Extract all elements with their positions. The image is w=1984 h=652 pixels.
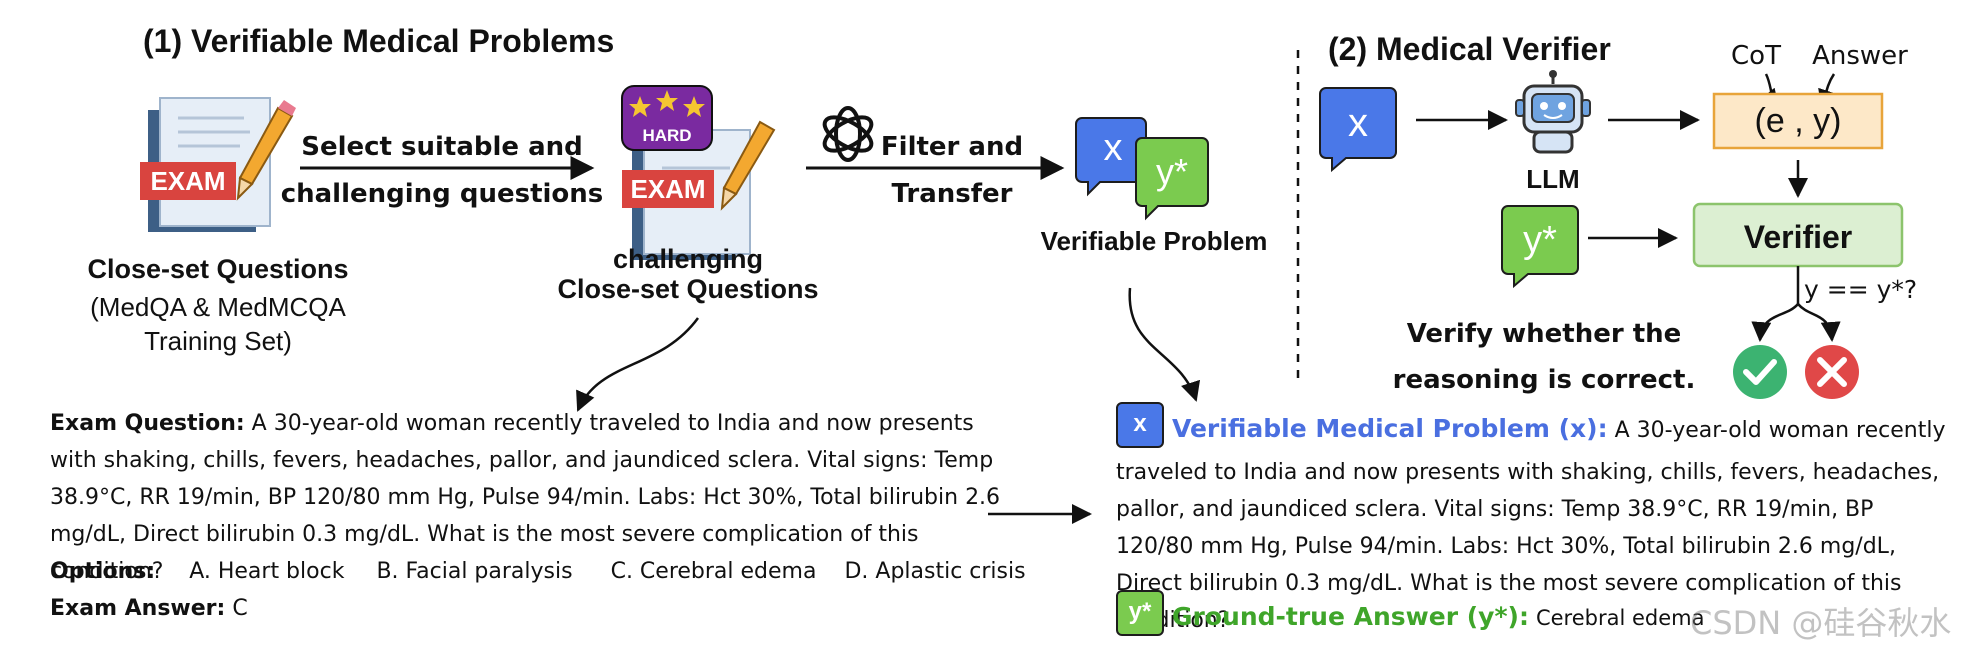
option-c: C. Cerebral edema bbox=[610, 559, 817, 584]
pencil-icon-2 bbox=[720, 120, 776, 211]
option-a: A. Heart block bbox=[189, 559, 345, 584]
verifiable-problem-title: Verifiable Medical Problem (x): bbox=[1172, 414, 1608, 443]
x-input-icon: x bbox=[1319, 87, 1397, 173]
closeset-title: Close-set Questions bbox=[87, 254, 348, 284]
cross-icon bbox=[1805, 345, 1859, 399]
x-bubble-label: x bbox=[1104, 127, 1123, 169]
filter-arrow-label-1: Filter and bbox=[881, 132, 1023, 162]
ey-output-label: (e , y) bbox=[1755, 102, 1842, 140]
challenging-line-2: Close-set Questions bbox=[557, 274, 818, 304]
x-input-label: x bbox=[1348, 101, 1368, 145]
pencil-icon bbox=[236, 100, 296, 201]
y-badge-icon: y* bbox=[1116, 590, 1164, 636]
hard-label: HARD bbox=[642, 126, 691, 145]
ground-truth-label: Ground-true Answer (y*): bbox=[1172, 602, 1529, 631]
ey-output-box bbox=[1712, 92, 1884, 150]
verifier-condition: y == y*? bbox=[1804, 275, 1917, 304]
exam-options-row: Options: A. Heart block B. Facial paraly… bbox=[50, 553, 1026, 590]
verifiable-problem-icon: x y* bbox=[1075, 117, 1209, 221]
watermark: CSDN @硅谷秋水 bbox=[1690, 604, 1952, 642]
openai-logo-icon bbox=[822, 106, 874, 162]
ground-truth-row: y* Ground-true Answer (y*): Cerebral edem… bbox=[1116, 590, 1956, 642]
hard-badge-icon: HARD bbox=[621, 85, 713, 151]
exam-label-1: EXAM bbox=[150, 166, 225, 196]
section2-title: (2) Medical Verifier bbox=[1328, 31, 1611, 67]
y-star-input-icon: y* bbox=[1501, 205, 1579, 289]
curve-arrow-right bbox=[1128, 287, 1201, 402]
cot-label: CoT bbox=[1731, 41, 1781, 71]
filter-arrow-label-2: Transfer bbox=[892, 179, 1013, 209]
llm-label: LLM bbox=[1526, 164, 1579, 194]
verify-caption-2: reasoning is correct. bbox=[1393, 365, 1696, 395]
select-arrow-label-1: Select suitable and bbox=[301, 132, 583, 162]
exam-answer-label: Exam Answer: bbox=[50, 596, 226, 621]
curve-arrow-left bbox=[576, 317, 700, 412]
branch-to-check bbox=[1751, 303, 1799, 342]
exam-answer-value: C bbox=[232, 596, 248, 621]
branch-to-cross bbox=[1797, 303, 1841, 342]
select-arrow-label-2: challenging questions bbox=[281, 179, 604, 209]
verifiable-problem-text: A 30-year-old woman recently traveled to… bbox=[1116, 418, 1946, 633]
option-d: D. Aplastic crisis bbox=[844, 559, 1026, 584]
robot-llm-icon bbox=[1515, 70, 1591, 154]
answer-label: Answer bbox=[1812, 41, 1908, 71]
closeset-sub-1: (MedQA & MedMCQA bbox=[90, 292, 346, 322]
options-label: Options: bbox=[50, 559, 156, 584]
x-badge-icon: x bbox=[1116, 402, 1164, 448]
verifiable-problem-label: Verifiable Problem bbox=[1041, 226, 1268, 256]
closeset-sub-2: Training Set) bbox=[144, 326, 292, 356]
exam-question-block: Exam Question: A 30-year-old woman recen… bbox=[50, 405, 1010, 590]
option-b: B. Facial paralysis bbox=[376, 559, 573, 584]
exam-label-2: EXAM bbox=[630, 174, 705, 204]
exam-answer-row: Exam Answer: C bbox=[50, 590, 650, 627]
verifier-label: Verifier bbox=[1744, 219, 1853, 255]
section1-title: (1) Verifiable Medical Problems bbox=[143, 23, 614, 59]
y-star-input-label: y* bbox=[1523, 219, 1557, 261]
check-icon bbox=[1733, 345, 1787, 399]
ground-truth-value: Cerebral edema bbox=[1535, 606, 1705, 630]
challenging-line-1: challenging bbox=[613, 244, 763, 274]
exam-question-text: A 30-year-old woman recently traveled to… bbox=[50, 411, 1001, 584]
y-bubble-label: y* bbox=[1156, 151, 1188, 192]
verifiable-problem-block: x Verifiable Medical Problem (x): A 30-ye… bbox=[1116, 402, 1956, 639]
verify-caption-1: Verify whether the bbox=[1407, 319, 1682, 349]
exam-question-label: Exam Question: bbox=[50, 411, 245, 436]
